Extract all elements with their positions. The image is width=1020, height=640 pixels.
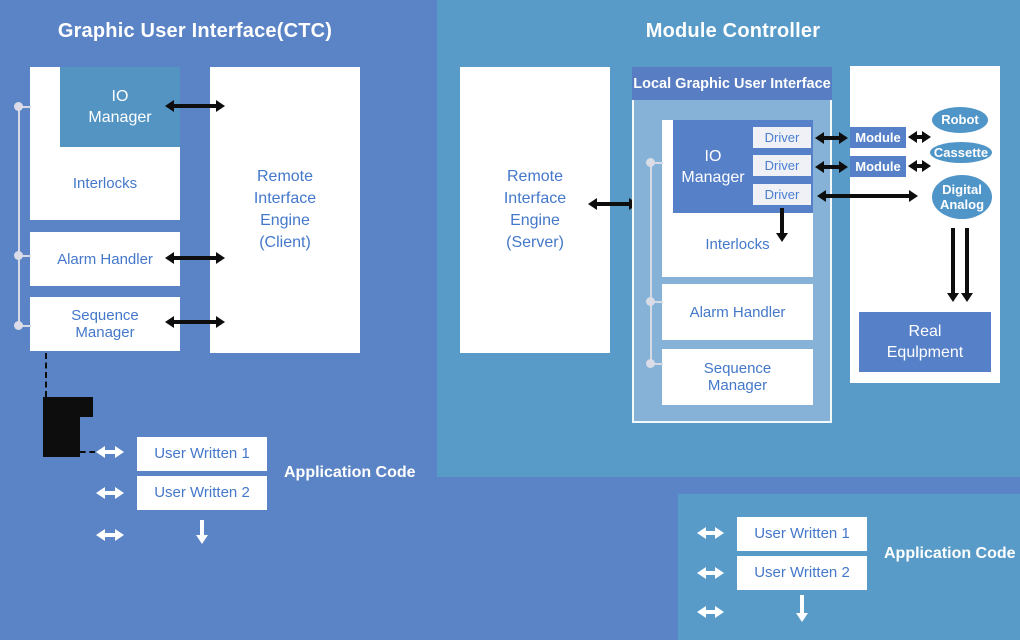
io-manager-right-line2: Manager bbox=[681, 168, 745, 186]
down-arrow-icon-equipment-1 bbox=[951, 228, 955, 294]
io-manager-box-left: IO Manager bbox=[60, 67, 180, 147]
digital-analog-line1: Digital bbox=[942, 182, 982, 197]
connector-line-right bbox=[650, 163, 652, 365]
local-gui-header-label: Local Graphic User Interface bbox=[633, 75, 831, 92]
rie-server-line2: Interface bbox=[503, 190, 567, 207]
rie-client-line2: Interface bbox=[253, 190, 317, 207]
real-equipment-line1: Real bbox=[908, 323, 942, 340]
double-arrow-icon-driver2-module2 bbox=[823, 165, 840, 169]
connector-dot-icon bbox=[646, 158, 655, 167]
double-arrow-icon-alarm-rie bbox=[173, 256, 217, 260]
cassette-ellipse: Cassette bbox=[930, 142, 992, 163]
alarm-handler-box-left: Alarm Handler bbox=[30, 232, 180, 286]
double-arrow-icon-driver3-digital-analog bbox=[825, 194, 910, 198]
real-equipment-line2: Equlpment bbox=[886, 344, 964, 361]
dashed-line-vertical bbox=[45, 353, 47, 397]
module-box-1: Module bbox=[850, 127, 906, 148]
digital-analog-ellipse: Digital Analog bbox=[932, 175, 992, 219]
sequence-manager-right-line1: Sequence bbox=[703, 360, 772, 377]
down-arrow-icon-right bbox=[800, 595, 804, 614]
application-code-label-left: Application Code bbox=[284, 464, 416, 481]
double-arrow-icon-uw1-left bbox=[104, 450, 116, 454]
sequence-manager-left-line2: Manager bbox=[75, 324, 135, 341]
sequence-manager-right-line2: Manager bbox=[707, 377, 768, 394]
double-arrow-icon-uw3-right bbox=[705, 610, 716, 614]
connector-dot-icon bbox=[646, 297, 655, 306]
black-shape bbox=[43, 397, 80, 457]
io-manager-right-line1: IO bbox=[704, 147, 722, 165]
alarm-handler-box-right: Alarm Handler bbox=[662, 284, 813, 340]
double-arrow-icon-uw2-left bbox=[104, 491, 116, 495]
io-manager-left-line2: Manager bbox=[88, 109, 152, 126]
dashed-line-horizontal bbox=[80, 451, 95, 453]
remote-engine-client-box: Remote Interface Engine (Client) bbox=[210, 67, 360, 353]
left-panel-title: Graphic User Interface(CTC) bbox=[57, 20, 333, 42]
double-arrow-icon-io-rie bbox=[173, 104, 217, 108]
connector-stub-alarm-right bbox=[651, 301, 663, 303]
driver-box-3: Driver bbox=[753, 184, 811, 205]
connector-stub-io-right bbox=[651, 162, 663, 164]
real-equipment-box: Real Equlpment bbox=[859, 312, 991, 372]
rie-client-line3: Engine bbox=[260, 212, 310, 229]
user-written-2-box-left: User Written 2 bbox=[137, 476, 267, 510]
connector-line-left bbox=[18, 107, 20, 327]
right-panel-title: Module Controller bbox=[645, 20, 821, 42]
module-box-2: Module bbox=[850, 156, 906, 177]
sequence-manager-left-line1: Sequence bbox=[71, 307, 139, 324]
rie-client-line1: Remote bbox=[256, 168, 314, 185]
down-arrow-icon-equipment-2 bbox=[965, 228, 969, 294]
remote-engine-server-box: Remote Interface Engine (Server) bbox=[460, 67, 610, 353]
user-written-1-box-left: User Written 1 bbox=[137, 437, 267, 471]
rie-client-line4: (Client) bbox=[259, 234, 311, 251]
rie-server-line4: (Server) bbox=[506, 234, 564, 251]
connector-dot-icon bbox=[14, 251, 23, 260]
connector-dot-icon bbox=[14, 102, 23, 111]
alarm-handler-label-left: Alarm Handler bbox=[57, 250, 153, 268]
robot-ellipse: Robot bbox=[932, 107, 988, 133]
connector-stub-alarm-left bbox=[19, 255, 31, 257]
double-arrow-icon-server-lgui bbox=[596, 202, 630, 206]
alarm-handler-label-right: Alarm Handler bbox=[689, 303, 786, 321]
double-arrow-icon-driver1-module1 bbox=[823, 136, 840, 140]
rie-server-line1: Remote bbox=[506, 168, 564, 185]
double-arrow-icon-module1-robot bbox=[916, 135, 923, 139]
io-manager-left-line1: IO bbox=[111, 88, 129, 105]
double-arrow-icon-module2-cassette bbox=[916, 164, 923, 168]
rie-server-line3: Engine bbox=[510, 212, 560, 229]
local-gui-header: Local Graphic User Interface bbox=[632, 67, 832, 100]
driver-box-2: Driver bbox=[753, 155, 811, 176]
connector-stub-seq-left bbox=[19, 325, 31, 327]
double-arrow-icon-seq-rie bbox=[173, 320, 217, 324]
connector-stub-io-left bbox=[19, 106, 31, 108]
io-manager-right-text: IO Manager bbox=[673, 120, 753, 213]
interlocks-label-right: Interlocks bbox=[705, 236, 770, 253]
connector-dot-icon bbox=[14, 321, 23, 330]
connector-dot-icon bbox=[646, 359, 655, 368]
sequence-manager-box-left: Sequence Manager bbox=[30, 297, 180, 351]
double-arrow-icon-uw3-left bbox=[104, 533, 116, 537]
driver-box-1: Driver bbox=[753, 127, 811, 148]
digital-analog-line2: Analog bbox=[939, 197, 985, 212]
user-written-1-box-right: User Written 1 bbox=[737, 517, 867, 551]
user-written-2-box-right: User Written 2 bbox=[737, 556, 867, 590]
sequence-manager-box-right: Sequence Manager bbox=[662, 349, 813, 405]
double-arrow-icon-uw2-right bbox=[705, 571, 716, 575]
connector-stub-seq-right bbox=[651, 363, 663, 365]
double-arrow-icon-uw1-right bbox=[705, 531, 716, 535]
down-arrow-icon-driver3 bbox=[780, 208, 784, 234]
application-code-label-right: Application Code bbox=[884, 545, 1016, 562]
down-arrow-icon-left bbox=[200, 520, 204, 536]
interlocks-label-left: Interlocks bbox=[72, 175, 138, 192]
